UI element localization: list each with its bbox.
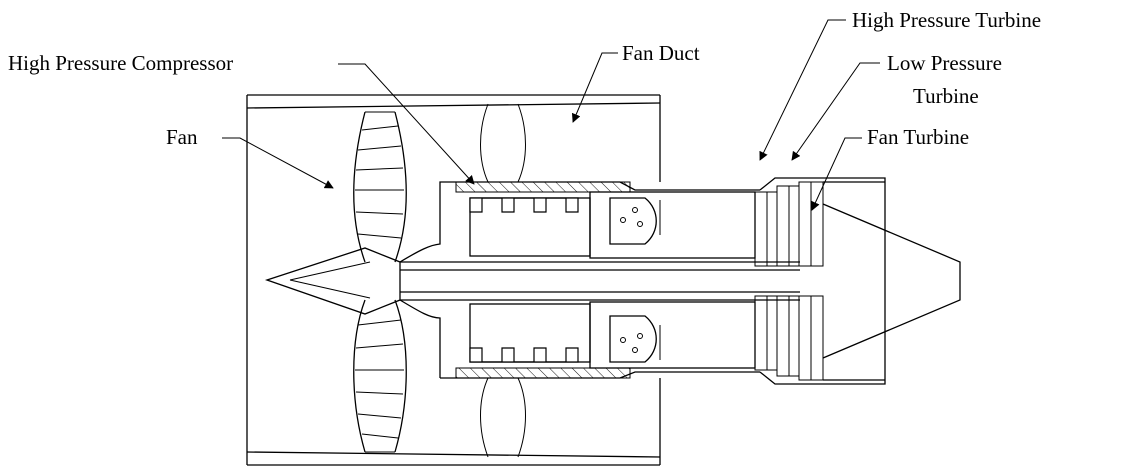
- label-high-pressure-compressor-group: High Pressure Compressor: [8, 51, 475, 185]
- high-pressure-compressor: [469, 197, 591, 363]
- compressor-casing: [439, 181, 760, 379]
- label-fan-turbine-group: Fan Turbine: [811, 125, 969, 211]
- fan-duct-casing: [246, 94, 661, 466]
- label-fan-group: Fan: [166, 125, 334, 189]
- fan-spinner: [264, 247, 401, 315]
- high-pressure-turbine: [754, 191, 778, 371]
- label-low-pressure-turbine-line1: Low Pressure: [887, 51, 1002, 75]
- combustor-lower: [589, 301, 756, 369]
- duct-stator-vanes: [480, 103, 526, 458]
- low-pressure-turbine: [776, 185, 800, 377]
- fan-turbine: [798, 181, 824, 381]
- label-fan-turbine: Fan Turbine: [867, 125, 969, 149]
- label-fan-duct: Fan Duct: [622, 41, 700, 65]
- fan-rotor: [353, 111, 407, 453]
- label-fan-duct-group: Fan Duct: [571, 41, 700, 123]
- label-high-pressure-turbine: High Pressure Turbine: [852, 8, 1041, 32]
- core-cowl: [399, 210, 441, 352]
- label-high-pressure-turbine-group: High Pressure Turbine: [759, 8, 1041, 161]
- main-shaft: [400, 261, 800, 301]
- exhaust-nozzle: [759, 177, 886, 385]
- label-fan: Fan: [166, 125, 198, 149]
- label-low-pressure-turbine-group: Low Pressure Turbine: [791, 51, 1002, 161]
- combustor-upper: [589, 191, 756, 259]
- exhaust-cone: [822, 203, 961, 359]
- label-high-pressure-compressor: High Pressure Compressor: [8, 51, 233, 75]
- label-low-pressure-turbine-line2: Turbine: [913, 84, 979, 108]
